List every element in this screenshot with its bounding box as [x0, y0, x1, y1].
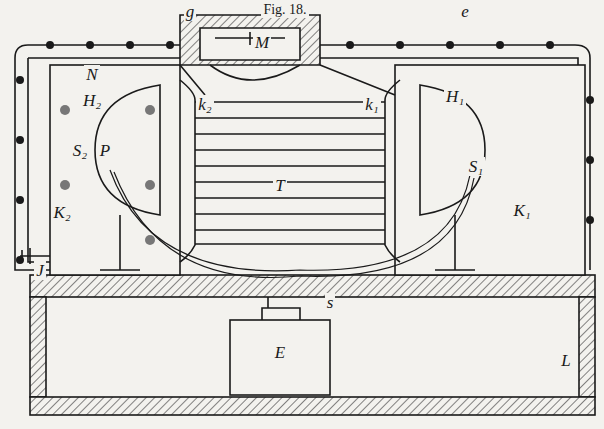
part-label: e — [459, 2, 471, 21]
part-label: K₂ — [51, 203, 72, 222]
part-label: L — [559, 351, 572, 370]
part-label: E — [273, 343, 287, 362]
part-label: S₂ — [71, 141, 89, 160]
part-label: M — [253, 33, 271, 52]
part-label: T — [273, 176, 286, 195]
part-label: H₁ — [444, 87, 466, 106]
figure-caption: Fig. 18. — [261, 2, 308, 18]
part-label: H₂ — [81, 91, 103, 110]
part-label: P — [98, 141, 112, 160]
part-label: K₁ — [511, 201, 532, 220]
part-label: N — [84, 65, 99, 84]
part-label: S₁ — [467, 157, 485, 176]
part-label: k₂ — [196, 95, 213, 114]
part-label: g — [184, 2, 197, 21]
part-label: s — [325, 293, 336, 312]
part-label: J — [34, 261, 46, 280]
part-label: k₁ — [363, 95, 380, 114]
